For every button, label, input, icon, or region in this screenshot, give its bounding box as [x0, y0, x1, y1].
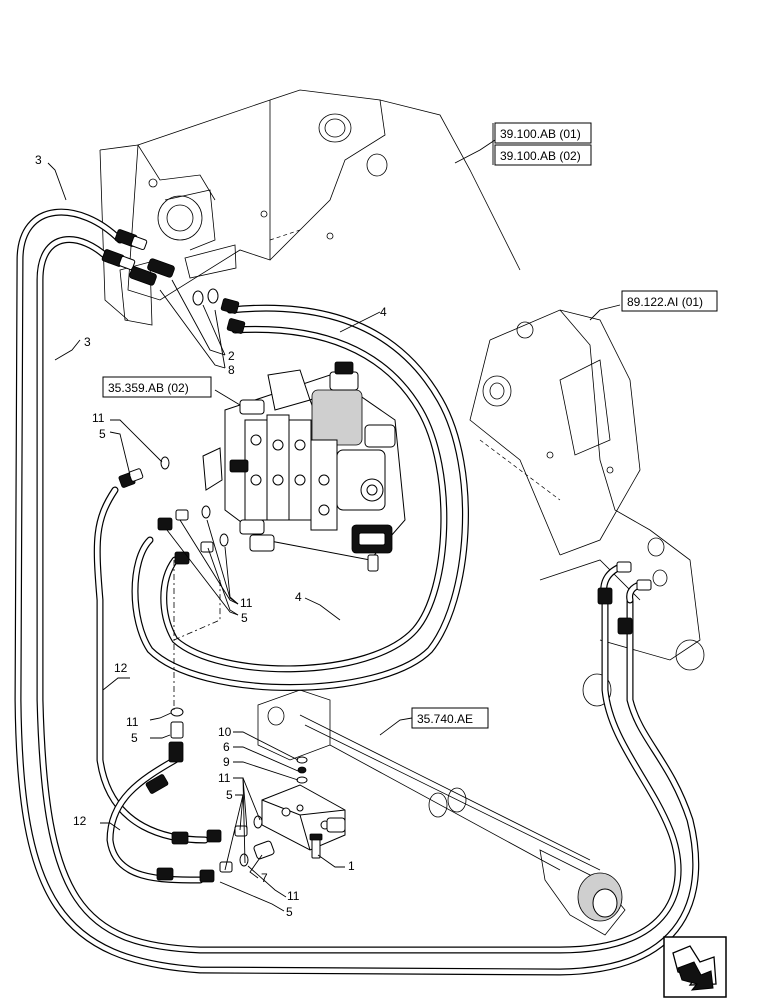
callout-6: 6 — [223, 740, 230, 754]
svg-text:35.740.AE: 35.740.AE — [417, 712, 473, 726]
callout-5: 5 — [226, 788, 233, 802]
cylinder-ghost — [257, 689, 626, 936]
callout-5: 5 — [286, 905, 293, 919]
callout-12: 12 — [73, 814, 87, 828]
control-valve-block — [202, 361, 406, 572]
callout-10: 10 — [218, 725, 232, 739]
callout-4: 4 — [295, 590, 302, 604]
svg-text:89.122.AI (01): 89.122.AI (01) — [627, 295, 703, 309]
callout-5: 5 — [131, 731, 138, 745]
callout-numbers: 3 3 2 8 4 4 11 5 11 5 12 11 5 10 6 9 11 … — [35, 153, 387, 919]
callout-3: 3 — [84, 335, 91, 349]
callout-11: 11 — [126, 715, 139, 729]
callout-11: 11 — [287, 889, 300, 903]
callout-11: 11 — [218, 771, 231, 785]
ref-89-122-ai-01[interactable]: 89.122.AI (01) — [621, 290, 718, 312]
svg-text:35.359.AB (02): 35.359.AB (02) — [108, 381, 189, 395]
ref-35-359-ab-02[interactable]: 35.359.AB (02) — [102, 376, 212, 398]
callout-9: 9 — [223, 755, 230, 769]
leader-lines — [47, 139, 621, 912]
callout-4: 4 — [380, 305, 387, 319]
callout-11: 11 — [240, 596, 253, 610]
callout-12: 12 — [114, 661, 128, 675]
hose4-end-fittings — [220, 298, 246, 334]
valve-side-fittings — [118, 456, 229, 565]
callout-11: 11 — [92, 411, 105, 425]
valve-sections — [244, 414, 338, 531]
ref-39-100-ab-01[interactable]: 39.100.AB (01) — [494, 122, 592, 144]
callout-5: 5 — [241, 611, 248, 625]
boom-arm-ghost — [469, 309, 705, 707]
hoses — [14, 208, 700, 976]
callout-3: 3 — [35, 153, 42, 167]
callout-5: 5 — [99, 427, 106, 441]
top-fittings-group — [101, 229, 219, 306]
ref-35-740-ae[interactable]: 35.740.AE — [411, 707, 489, 729]
callout-8: 8 — [228, 363, 235, 377]
svg-text:39.100.AB (01): 39.100.AB (01) — [500, 127, 581, 141]
reference-boxes[interactable]: 39.100.AB (01) 39.100.AB (02) 89.122.AI … — [102, 122, 718, 729]
callout-7: 7 — [261, 871, 268, 885]
callout-2: 2 — [228, 349, 235, 363]
callout-1: 1 — [348, 859, 355, 873]
machine-frame-ghost — [99, 89, 521, 326]
right-fittings — [597, 561, 652, 635]
hose-fittings — [101, 229, 652, 883]
small-valve-block — [261, 756, 346, 859]
ref-39-100-ab-02[interactable]: 39.100.AB (02) — [494, 144, 592, 166]
next-page-arrow-icon[interactable] — [663, 936, 727, 998]
cylinder-side-fittings — [145, 707, 275, 883]
svg-text:39.100.AB (02): 39.100.AB (02) — [500, 149, 581, 163]
